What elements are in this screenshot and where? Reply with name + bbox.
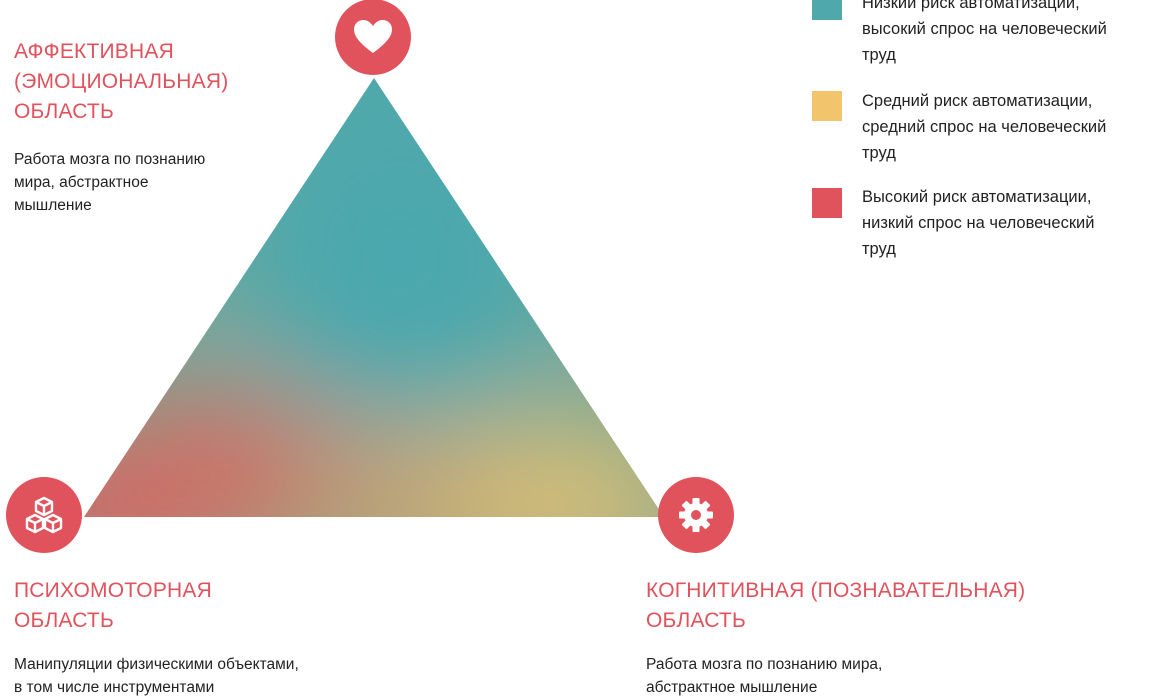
affective-heading-line: (ЭМОЦИОНАЛЬНАЯ) [14, 70, 229, 93]
affective-description-line: Работа мозга по познанию [14, 151, 206, 168]
psychomotor-heading-line: ОБЛАСТЬ [14, 609, 114, 632]
cognitive-description-line: Работа мозга по познанию мира, [646, 656, 883, 673]
legend-label: Средний риск автоматизации, средний спро… [862, 88, 1106, 166]
affective-description-line: мышление [14, 197, 92, 214]
affective-heading-line: АФФЕКТИВНАЯ [14, 40, 174, 63]
cognitive-heading-line: ОБЛАСТЬ [646, 609, 746, 632]
legend-swatch-red [812, 188, 842, 218]
cognitive-heading-line: КОГНИТИВНАЯ (ПОЗНАВАТЕЛЬНАЯ) [646, 579, 1026, 602]
affective-description-line: мира, абстрактное [14, 174, 149, 191]
affective-description: Работа мозга по познанию мира, абстрактн… [14, 148, 205, 217]
psychomotor-description-line: Манипуляции физическими объектами, [14, 656, 299, 673]
legend-label-line: Средний риск автоматизации, [862, 92, 1093, 110]
cognitive-heading: КОГНИТИВНАЯ (ПОЗНАВАТЕЛЬНАЯ) ОБЛАСТЬ [646, 576, 1025, 636]
cognitive-node [658, 477, 734, 553]
affective-heading: АФФЕКТИВНАЯ (ЭМОЦИОНАЛЬНАЯ) ОБЛАСТЬ [14, 37, 228, 127]
cognitive-description: Работа мозга по познанию мира, абстрактн… [646, 653, 882, 699]
psychomotor-description: Манипуляции физическими объектами, в том… [14, 653, 299, 699]
legend-label-line: труд [862, 46, 896, 64]
cognitive-description-line: абстрактное мышление [646, 679, 818, 696]
legend-label-line: низкий спрос на человеческий [862, 214, 1095, 232]
psychomotor-heading-line: ПСИХОМОТОРНАЯ [14, 579, 212, 602]
gear-icon [679, 498, 713, 532]
legend-label-line: труд [862, 144, 896, 162]
affective-node [335, 0, 411, 75]
legend-swatch-teal [812, 0, 842, 20]
legend-swatch-yellow [812, 91, 842, 121]
psychomotor-description-line: в том числе инструментами [14, 679, 215, 696]
cubes-icon [25, 496, 63, 534]
legend-label-line: средний спрос на человеческий [862, 118, 1107, 136]
psychomotor-heading: ПСИХОМОТОРНАЯ ОБЛАСТЬ [14, 576, 212, 636]
legend-label-line: высокий спрос на человеческий [862, 20, 1107, 38]
psychomotor-node [6, 477, 82, 553]
legend-label-line: Низкий риск автоматизации, [862, 0, 1080, 12]
legend-label-line: труд [862, 240, 896, 258]
legend-label-line: Высокий риск автоматизации, [862, 188, 1092, 206]
affective-heading-line: ОБЛАСТЬ [14, 100, 114, 123]
legend-label: Низкий риск автоматизации, высокий спрос… [862, 0, 1107, 68]
heart-icon [354, 20, 392, 53]
legend-label: Высокий риск автоматизации, низкий спрос… [862, 184, 1094, 262]
